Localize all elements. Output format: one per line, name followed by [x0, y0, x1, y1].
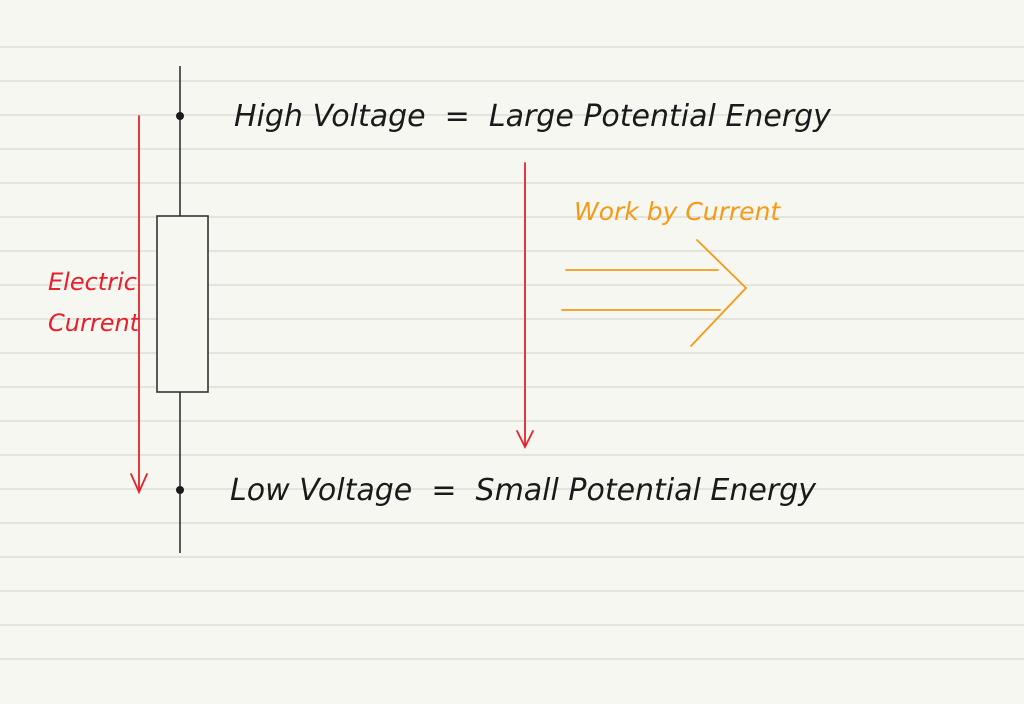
high-voltage-label: High Voltage = Large Potential Energy — [234, 99, 832, 134]
low-voltage-node — [176, 486, 184, 494]
resistor — [156, 215, 209, 393]
work-arrow — [561, 239, 748, 347]
ruled-lines — [0, 46, 1024, 660]
current-label: Current — [48, 309, 141, 337]
electric-label: Electric — [48, 268, 137, 296]
low-voltage-label: Low Voltage = Small Potential Energy — [230, 473, 817, 508]
electric-current-arrow — [130, 115, 148, 495]
work-by-current-label: Work by Current — [574, 197, 781, 226]
high-voltage-node — [176, 112, 184, 120]
energy-drop-arrow — [516, 162, 534, 450]
resistor-circuit — [156, 66, 209, 553]
